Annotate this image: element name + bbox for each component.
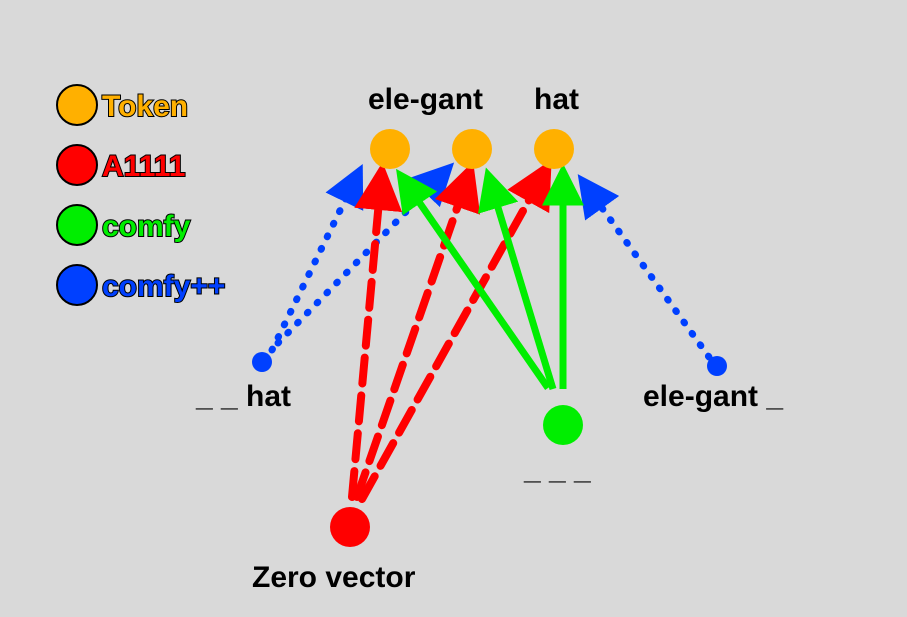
top-label-hat: hat — [534, 83, 579, 116]
source-label-elegant: ele-gant _ — [643, 380, 783, 413]
edge-blank-source-to-token-ele — [396, 168, 551, 390]
edge-zero-source-to-token-ele — [348, 162, 403, 501]
edge-blank-source-to-token-gant — [477, 167, 557, 391]
legend-swatch-comfy-pp — [56, 264, 98, 306]
source-label-zero: Zero vector — [252, 561, 416, 594]
legend-label-a1111: A1111 — [102, 150, 185, 183]
legend-item-a1111: A1111 — [56, 144, 186, 186]
legend-label-comfy-pp: comfy++ — [102, 270, 225, 303]
legend-swatch-comfy — [56, 204, 98, 246]
legend: Token A1111 comfy comfy++ — [56, 84, 226, 306]
legend-swatch-a1111 — [56, 144, 98, 186]
source-label-hat: _ _ hat — [195, 380, 291, 413]
source-node-blank — [543, 405, 583, 445]
edges-layer — [268, 159, 713, 503]
top-label-elegant: ele-gant — [368, 83, 483, 116]
source-node-hat — [252, 352, 272, 372]
edge-hat-source-to-token-ele — [268, 163, 364, 354]
legend-label-comfy: comfy — [102, 210, 191, 243]
edge-elegant-source-to-token-hat — [577, 174, 713, 361]
legend-swatch-token — [56, 84, 98, 126]
legend-item-token: Token — [56, 84, 189, 126]
legend-item-comfy-pp: comfy++ — [56, 264, 226, 306]
token-node-gant — [452, 129, 492, 169]
legend-label-token: Token — [102, 90, 188, 123]
token-node-hat — [534, 129, 574, 169]
legend-item-comfy: comfy — [56, 204, 192, 246]
source-label-blank: _ _ _ — [523, 453, 591, 486]
edge-hat-source-to-token-gant — [274, 162, 455, 347]
source-node-zero — [330, 507, 370, 547]
token-node-ele — [370, 129, 410, 169]
source-node-elegant — [707, 356, 727, 376]
